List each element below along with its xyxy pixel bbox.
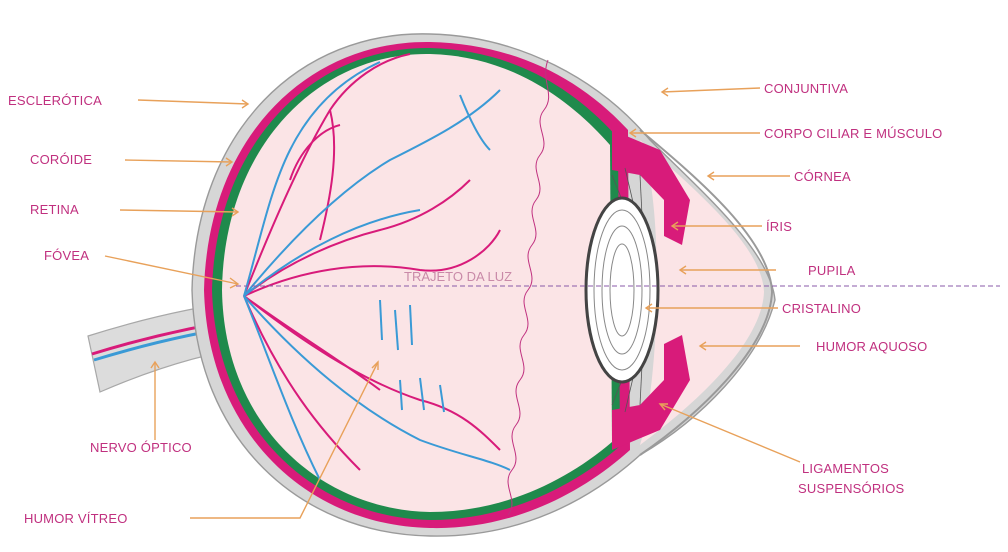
label-iris: ÍRIS (766, 219, 792, 234)
label-ligamentos-2: SUSPENSÓRIOS (798, 481, 905, 496)
label-conjuntiva: CONJUNTIVA (764, 81, 848, 96)
label-pupila: PUPILA (808, 263, 856, 278)
label-nervo-optico: NERVO ÓPTICO (90, 440, 192, 455)
label-esclerotica: ESCLERÓTICA (8, 93, 102, 108)
label-trajeto-da-luz: TRAJETO DA LUZ (404, 269, 512, 284)
label-humor-vitreo: HUMOR VÍTREO (24, 511, 128, 526)
label-coroide: CORÓIDE (30, 152, 92, 167)
label-cornea: CÓRNEA (794, 169, 851, 184)
label-corpo-ciliar: CORPO CILIAR E MÚSCULO (764, 126, 943, 141)
label-humor-aquoso: HUMOR AQUOSO (816, 339, 927, 354)
label-cristalino: CRISTALINO (782, 301, 861, 316)
lens (586, 198, 658, 382)
label-fovea: FÓVEA (44, 248, 89, 263)
label-retina: RETINA (30, 202, 79, 217)
label-ligamentos-1: LIGAMENTOS (802, 461, 889, 476)
